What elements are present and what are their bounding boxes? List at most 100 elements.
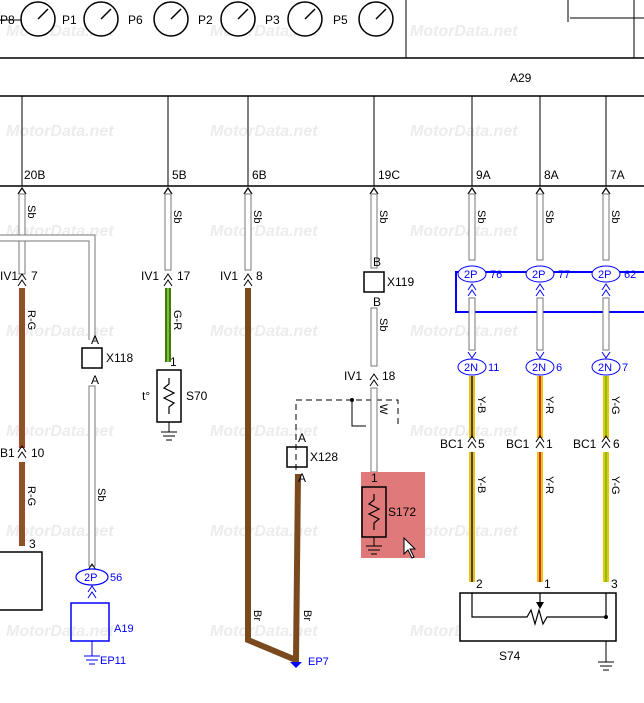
wire-code: W <box>377 404 389 415</box>
cursor-icon <box>403 536 417 559</box>
watermark: MotorData.net <box>410 523 518 540</box>
watermark: MotorData.net <box>410 423 518 440</box>
pin-label: 5B <box>172 168 187 182</box>
wire-code: Sb <box>609 210 621 223</box>
connector-pin: 8 <box>256 269 263 283</box>
connector-label-a29: A29 <box>510 71 532 85</box>
connector-2p-icon <box>525 265 555 283</box>
gauge-p2: P2 <box>198 1 256 37</box>
wire-code: Y-R <box>543 396 555 414</box>
pin-label: 2 <box>476 577 483 591</box>
pin-label: 3 <box>29 537 36 551</box>
connector-2n-icon <box>457 358 487 376</box>
temp-symbol: t° <box>142 389 150 403</box>
wire-5b: Sb IV1 17 G-R 1 t° S70 <box>141 193 208 441</box>
splice-x119-icon <box>363 271 385 293</box>
wire-code: Sb <box>171 210 183 223</box>
watermark: MotorData.net <box>410 223 518 240</box>
connector-pin: 6 <box>613 437 620 451</box>
connector-pin: 62 <box>624 269 636 281</box>
connector-pin: 18 <box>382 369 396 383</box>
watermark: MotorData.net <box>410 323 518 340</box>
pin-label: 7A <box>610 168 625 182</box>
connector-code: 2P <box>532 269 545 281</box>
wire-20b: Sb IV1 7 R-G B1 10 R-G 3 <box>0 193 96 611</box>
watermark-layer: MotorData.net MotorData.net MotorData.ne… <box>6 23 518 640</box>
connector-label: IV1 <box>220 269 238 283</box>
wire-code: Y-G <box>609 396 621 415</box>
splice-label: X118 <box>106 351 133 365</box>
watermark: MotorData.net <box>6 123 114 140</box>
watermark: MotorData.net <box>210 423 318 440</box>
connector-label: B1 <box>0 446 15 460</box>
sensor-pin: 1 <box>170 355 177 369</box>
connector-pin: 77 <box>558 269 570 281</box>
wire-code: Sb <box>475 210 487 223</box>
wire-code: R-G <box>25 486 37 506</box>
sensor-label: S70 <box>186 389 208 403</box>
wire-7a: Sb 2P 62 2N 7 Y-G BC1 6 Y-G 3 <box>573 193 636 591</box>
wire-code: Y-G <box>609 476 621 495</box>
wire-code: R-G <box>25 310 37 330</box>
watermark: MotorData.net <box>210 223 318 240</box>
splice-pin: B <box>373 255 381 269</box>
pin-label: 3 <box>611 577 618 591</box>
connector-pin: 1 <box>546 437 553 451</box>
wire-code: Sb <box>95 488 107 501</box>
connector-code: 2N <box>532 362 546 374</box>
watermark: MotorData.net <box>410 123 518 140</box>
connector-code: 2N <box>598 362 612 374</box>
left-component-box <box>0 551 43 611</box>
pin-label: 19C <box>378 168 400 182</box>
top-bus-lines <box>0 0 644 187</box>
watermark: MotorData.net <box>210 623 318 640</box>
wire-code: Y-B <box>475 476 487 493</box>
ground-label: EP11 <box>100 655 126 667</box>
splice-pin: A <box>91 333 99 347</box>
gauge-label: P3 <box>265 13 280 27</box>
connector-label: IV1 <box>344 369 362 383</box>
wire-19c: Sb B B X119 Sb IV1 18 W 1 S172 <box>295 193 425 559</box>
splice-x128-icon <box>286 446 308 468</box>
wire-9a: Sb 2P 76 2N 11 Y-B BC1 5 Y-B 2 <box>440 193 502 591</box>
gauge-label: P8 <box>0 13 15 27</box>
watermark: MotorData.net <box>210 123 318 140</box>
wire-code: Y-R <box>543 476 555 494</box>
wire-code: G-R <box>171 310 183 330</box>
connector-label: BC1 <box>573 437 597 451</box>
wire-8a: Sb 2P 77 2N 6 Y-R BC1 1 Y-R 1 <box>506 193 570 591</box>
connector-pin: 7 <box>31 269 38 283</box>
pin-label: 9A <box>476 168 491 182</box>
connector-code: 2P <box>464 269 477 281</box>
connector-label: IV1 <box>0 269 18 283</box>
sensor-pin: 1 <box>371 471 378 485</box>
gauge-p1: P1 <box>62 1 119 37</box>
connector-code: 2P <box>598 269 611 281</box>
connector-code: 2N <box>464 362 478 374</box>
bus-terminals <box>17 186 611 195</box>
pin-label: 6B <box>252 168 267 182</box>
connector-label: BC1 <box>506 437 530 451</box>
connector-pin: 56 <box>110 572 122 584</box>
ground-label: EP7 <box>308 656 329 668</box>
watermark: MotorData.net <box>6 423 114 440</box>
connector-label: BC1 <box>440 437 464 451</box>
watermark: MotorData.net <box>6 323 114 340</box>
connector-pin: 5 <box>478 437 485 451</box>
wire-code: Y-B <box>475 396 487 413</box>
potentiometer-icon <box>471 593 607 627</box>
connector-2p-icon <box>457 265 487 283</box>
connector-code: 2P <box>84 572 97 584</box>
component-label: A19 <box>114 623 134 635</box>
connector-2n-icon <box>591 358 621 376</box>
connector-pin: 11 <box>488 362 499 374</box>
wire-code: Sb <box>377 318 389 331</box>
gauge-p8: P8 <box>0 1 56 37</box>
connector-2p-icon <box>75 568 109 586</box>
connector-pin: 17 <box>177 269 191 283</box>
gauge-label: P1 <box>62 13 77 27</box>
gauge-label: P2 <box>198 13 213 27</box>
splice-label: X119 <box>387 275 414 289</box>
splice-x118-icon <box>81 347 103 369</box>
